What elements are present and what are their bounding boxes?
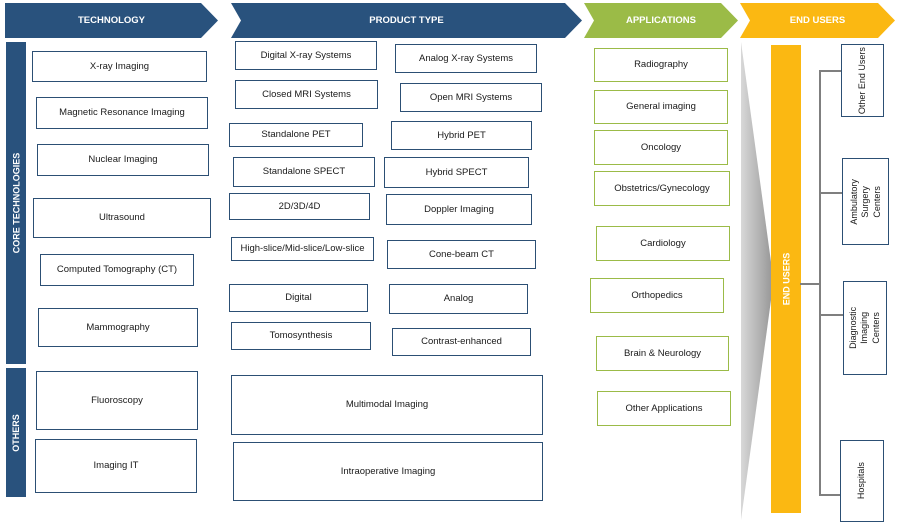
header-end-users: END USERS [740,3,895,38]
tech-x-ray-imaging: X-ray Imaging [32,51,207,82]
product-digital-xray: Digital X-ray Systems [235,41,377,70]
product-hybrid-pet: Hybrid PET [391,121,532,150]
application-brain-neurology: Brain & Neurology [596,336,729,371]
tech-ultrasound: Ultrasound [33,198,211,238]
application-general-imaging: General imaging [594,90,728,124]
product-cone-beam-ct: Cone-beam CT [387,240,536,269]
application-other-applications: Other Applications [597,391,731,426]
product-2d-3d-4d: 2D/3D/4D [229,193,370,220]
header-technology: TECHNOLOGY [5,3,218,38]
end-user-other-label: Other End Users [856,46,867,115]
end-users-funnel [741,42,771,520]
product-digital: Digital [229,284,368,312]
header-product-type: PRODUCT TYPE [231,3,582,38]
end-users-bar: END USERS [771,45,801,513]
application-radiography: Radiography [594,48,728,82]
side-label-core-text: CORE TECHNOLOGIES [11,152,22,254]
end-user-diagnostic-label: Diagnostic Imaging Centers [848,306,881,350]
connector-other-end-users [819,70,841,72]
end-user-other: Other End Users [841,44,884,117]
tech-imaging-it: Imaging IT [35,439,197,493]
product-standalone-pet: Standalone PET [229,123,363,147]
product-intraoperative-imaging: Intraoperative Imaging [233,442,543,501]
connector-ambulatory [819,192,842,194]
end-user-diagnostic-imaging-centers: Diagnostic Imaging Centers [843,281,887,375]
tech-ct: Computed Tomography (CT) [40,254,194,286]
tech-fluoroscopy: Fluoroscopy [36,371,198,430]
product-open-mri: Open MRI Systems [400,83,542,112]
application-obstetrics-gynecology: Obstetrics/Gynecology [594,171,730,206]
side-label-others-text: OTHERS [11,413,22,452]
product-standalone-spect: Standalone SPECT [233,157,375,187]
side-label-core-technologies: CORE TECHNOLOGIES [6,42,26,364]
side-label-others: OTHERS [6,368,26,497]
end-user-hospitals-label: Hospitals [856,462,867,500]
product-analog: Analog [389,284,528,314]
product-analog-xray: Analog X-ray Systems [395,44,537,73]
connector-hospitals [819,494,840,496]
connector-bar-to-spine [800,283,821,285]
product-doppler-imaging: Doppler Imaging [386,194,532,225]
application-orthopedics: Orthopedics [590,278,724,313]
connector-spine [819,70,821,496]
product-tomosynthesis: Tomosynthesis [231,322,371,350]
end-user-ambulatory-surgery-centers: Ambulatory Surgery Centers [842,158,889,245]
product-closed-mri: Closed MRI Systems [235,80,378,109]
product-multimodal-imaging: Multimodal Imaging [231,375,543,435]
application-cardiology: Cardiology [596,226,730,261]
header-applications: APPLICATIONS [584,3,738,38]
tech-mri: Magnetic Resonance Imaging [36,97,208,129]
connector-diagnostic [819,314,843,316]
tech-mammography: Mammography [38,308,198,347]
end-user-hospitals: Hospitals [840,440,884,522]
end-users-bar-label: END USERS [781,252,792,306]
end-user-ambulatory-label: Ambulatory Surgery Centers [848,178,882,225]
tech-nuclear-imaging: Nuclear Imaging [37,144,209,176]
product-contrast-enhanced: Contrast-enhanced [392,328,531,356]
product-hybrid-spect: Hybrid SPECT [384,157,529,188]
product-high-mid-low-slice: High-slice/Mid-slice/Low-slice [231,237,374,261]
application-oncology: Oncology [594,130,728,165]
